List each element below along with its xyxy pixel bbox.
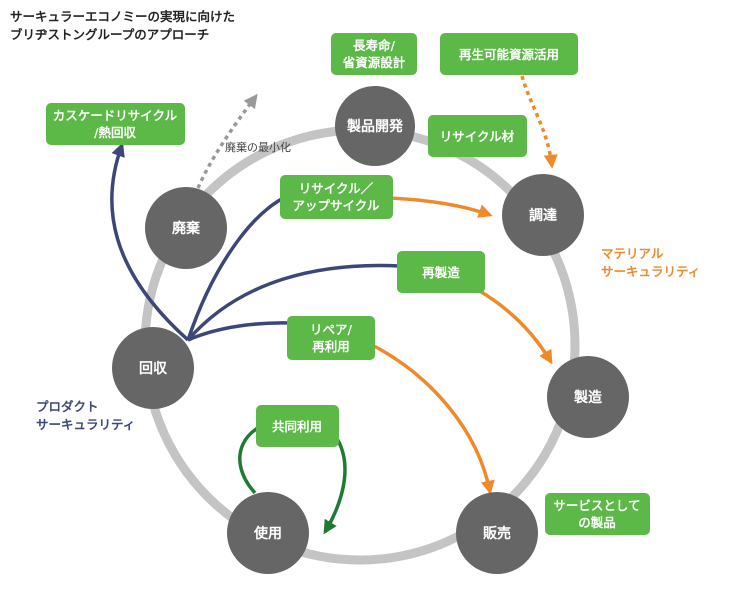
box-recycle-upcycle: リサイクル／ アップサイクル [280, 175, 393, 219]
box-recycled-material-label: リサイクル材 [440, 129, 515, 144]
arrow-collection-to-cascade [110, 142, 190, 342]
material-circularity-label-line-2: サーキュラリティ [601, 264, 700, 279]
node-development-label: 製品開発 [346, 118, 404, 135]
node-disposal: 廃棄 [145, 187, 227, 269]
node-procurement-label: 調達 [529, 207, 557, 224]
node-manufacturing: 製造 [547, 356, 629, 438]
box-repair-reuse-line-1: リペア/ [310, 322, 353, 337]
page-title: サーキュラーエコノミーの実現に向けた ブリヂストングループのアプローチ [10, 8, 235, 44]
box-longevity-design-line-2: 省資源設計 [342, 55, 406, 70]
box-repair-reuse: リペア/ 再利用 [287, 316, 375, 360]
node-use-label: 使用 [253, 525, 282, 542]
arrow-recycle-to-procurement [389, 196, 493, 218]
box-renewable-resources-label: 再生可能資源活用 [459, 47, 559, 62]
node-sales: 販売 [456, 492, 538, 574]
box-recycled-material: リサイクル材 [428, 115, 527, 157]
box-repair-reuse-line-2: 再利用 [312, 339, 350, 354]
box-sharing: 共同利用 [256, 405, 339, 447]
box-sharing-label: 共同利用 [272, 419, 322, 434]
box-longevity-design: 長寿命/ 省資源設計 [331, 33, 417, 75]
box-renewable-resources: 再生可能資源活用 [440, 33, 578, 75]
node-disposal-label: 廃棄 [172, 220, 201, 237]
arrow-renewable-to-procurement [520, 75, 558, 169]
node-collection: 回収 [112, 327, 194, 409]
node-development: 製品開発 [335, 86, 415, 166]
node-collection-label: 回収 [139, 360, 168, 377]
arrow-waste-minimization [196, 93, 258, 189]
box-cascade-recycling-line-1: カスケードリサイクル [53, 108, 178, 123]
node-sales-label: 販売 [483, 525, 511, 542]
box-longevity-design-line-1: 長寿命/ [353, 38, 396, 53]
box-recycle-upcycle-line-1: リサイクル／ [299, 181, 374, 196]
node-use: 使用 [227, 492, 309, 574]
page-title-line-1: サーキュラーエコノミーの実現に向けた [10, 9, 236, 24]
box-remanufacture: 再製造 [397, 251, 485, 293]
box-product-as-service: サービスとして の製品 [545, 493, 650, 535]
waste-minimization-label: 廃棄の最小化 [225, 140, 291, 154]
arrow-remanufacture-to-manufacturing [477, 288, 553, 365]
arrow-collection-to-repair [187, 321, 293, 342]
box-remanufacture-label: 再製造 [422, 265, 460, 280]
material-circularity-label-line-1: マテリアル [601, 246, 664, 261]
box-recycle-upcycle-line-2: アップサイクル [293, 198, 380, 213]
arrow-repair-to-sales [371, 343, 495, 495]
page-title-line-2: ブリヂストングループのアプローチ [10, 27, 210, 42]
box-cascade-recycling-line-2: /熱回収 [94, 125, 137, 140]
arrow-collection-to-remanufacture [186, 263, 401, 342]
node-procurement: 調達 [502, 174, 584, 256]
product-circularity-label-line-1: プロダクト [36, 399, 99, 414]
product-circularity-label-line-2: サーキュラリティ [36, 417, 135, 432]
box-product-as-service-line-2: の製品 [578, 515, 616, 530]
node-manufacturing-label: 製造 [573, 389, 602, 406]
box-cascade-recycling: カスケードリサイクル /熱回収 [46, 103, 185, 145]
box-product-as-service-line-1: サービスとして [553, 498, 640, 513]
